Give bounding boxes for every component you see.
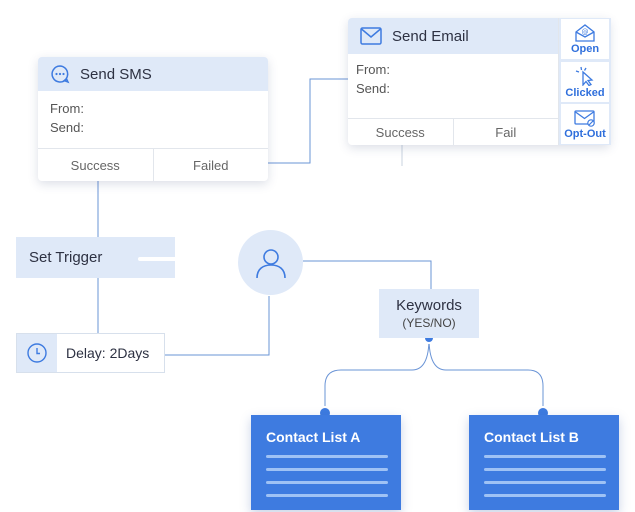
keywords-subtitle: (YES/NO) (402, 316, 456, 330)
contact-list-a-card[interactable]: Contact List A (251, 415, 401, 510)
sms-failed-port[interactable]: Failed (152, 149, 269, 181)
send-email-header: Send Email (348, 18, 558, 54)
send-sms-card[interactable]: Send SMS From: Send: Success Failed (38, 57, 268, 181)
email-from-label: From: (356, 62, 390, 77)
contact-list-b-card[interactable]: Contact List B (469, 415, 619, 510)
send-email-title: Send Email (392, 27, 469, 45)
email-open-icon: @ (575, 23, 595, 42)
trigger-input-bar (138, 257, 182, 261)
envelope-icon (360, 27, 382, 45)
send-email-card[interactable]: Send Email From: Send: Success Fail @ Op… (348, 18, 611, 145)
sms-from-label: From: (50, 101, 84, 116)
contact-avatar-node[interactable] (238, 230, 303, 295)
svg-text:@: @ (582, 28, 589, 36)
placeholder-line (266, 468, 388, 471)
send-sms-header: Send SMS (38, 57, 268, 91)
sms-success-port[interactable]: Success (70, 157, 120, 173)
keywords-node[interactable]: Keywords (YES/NO) (379, 289, 479, 338)
user-icon (255, 248, 286, 278)
placeholder-line (266, 481, 388, 484)
placeholder-line (484, 455, 606, 458)
placeholder-line (266, 494, 388, 497)
sms-send-label: Send: (50, 120, 84, 135)
contact-list-a-title: Contact List A (266, 429, 361, 445)
open-action-button[interactable]: @ Open (561, 19, 609, 59)
placeholder-line (484, 481, 606, 484)
contact-list-b-title: Contact List B (484, 429, 579, 445)
opt-out-action-button[interactable]: Opt-Out (561, 104, 609, 144)
email-fail-port[interactable]: Fail (452, 119, 559, 145)
send-sms-title: Send SMS (80, 65, 152, 83)
clock-icon-box (17, 334, 57, 372)
cursor-click-icon (575, 66, 594, 86)
email-send-label: Send: (356, 81, 390, 96)
chat-bubble-icon (51, 65, 70, 84)
placeholder-line (484, 468, 606, 471)
email-success-port[interactable]: Success (375, 124, 425, 140)
placeholder-line (484, 494, 606, 497)
opt-out-action-label: Opt-Out (564, 127, 606, 140)
keywords-title: Keywords (396, 297, 462, 314)
clicked-action-label: Clicked (565, 86, 605, 99)
clicked-action-button[interactable]: Clicked (561, 62, 609, 102)
delay-node[interactable]: Delay: 2Days (16, 333, 165, 373)
clock-icon (27, 343, 47, 363)
email-opt-out-icon (574, 109, 595, 127)
open-action-label: Open (570, 42, 600, 55)
set-trigger-node[interactable]: Set Trigger (16, 237, 182, 278)
set-trigger-label: Set Trigger (29, 249, 103, 266)
delay-label: Delay: 2Days (66, 345, 150, 361)
placeholder-line (266, 455, 388, 458)
